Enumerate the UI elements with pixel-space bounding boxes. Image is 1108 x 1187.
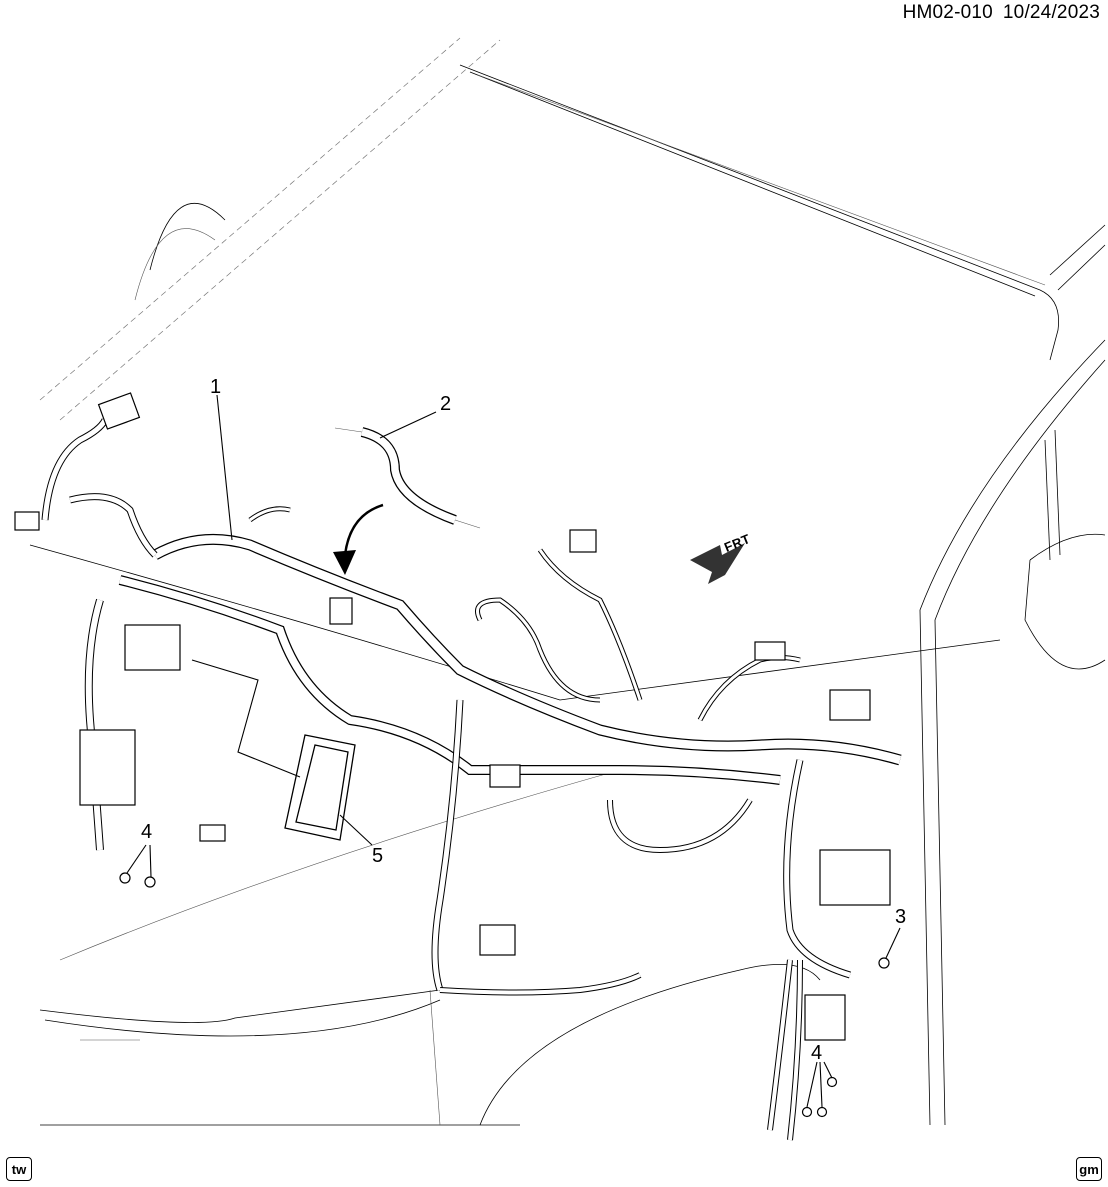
- callout-2: 2: [440, 393, 452, 415]
- tw-badge: tw: [6, 1157, 32, 1181]
- callout-4-left: 4: [141, 821, 153, 843]
- callout-5: 5: [372, 845, 384, 867]
- diagram-code: HM02-010: [902, 2, 993, 23]
- instrument-panel-harness: [41, 418, 902, 1141]
- document-code: HM02-010 10/24/2023: [903, 2, 1100, 24]
- body-control-module: [284, 734, 356, 841]
- gm-logo-badge: gm: [1076, 1157, 1102, 1181]
- drain-hose: [334, 427, 481, 529]
- callout-3: 3: [895, 906, 907, 928]
- fasteners: [119, 872, 890, 1118]
- callout-1: 1: [210, 376, 222, 398]
- front-direction-marker: [690, 543, 745, 584]
- callout-4-right: 4: [811, 1042, 823, 1064]
- vehicle-body-outline: [29, 37, 1106, 1126]
- harness-connectors: [14, 392, 891, 1041]
- diagram-date: 10/24/2023: [1002, 2, 1100, 23]
- install-direction-arrow: [333, 503, 384, 575]
- callout-leader-lines: [126, 394, 901, 1108]
